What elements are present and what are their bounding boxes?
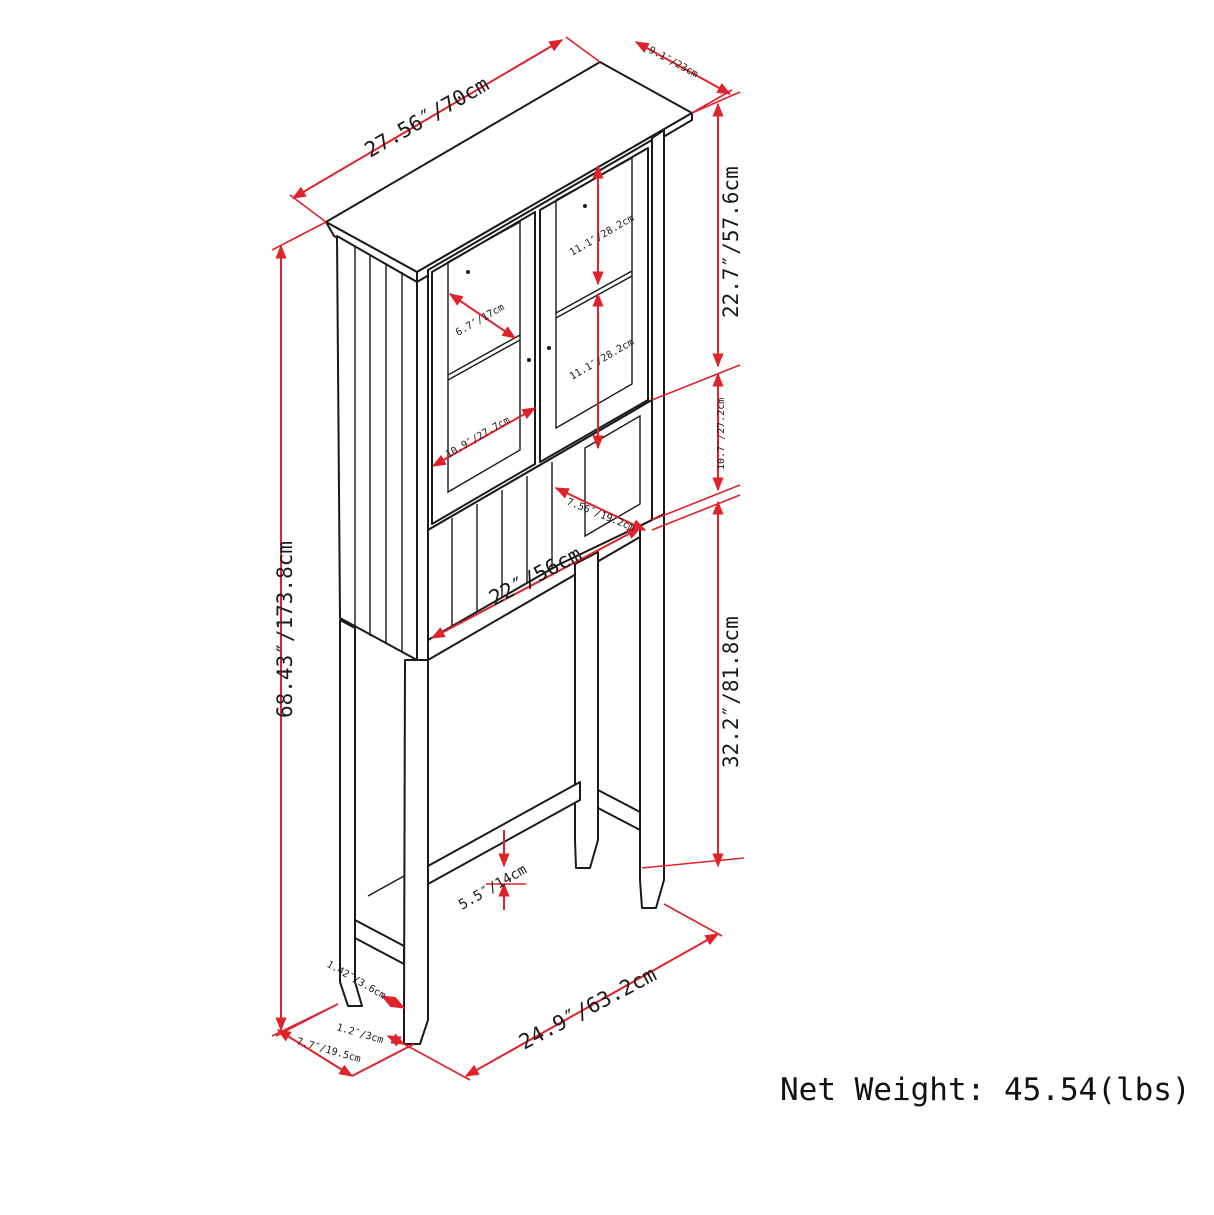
front-right-leg <box>639 513 665 909</box>
cabinet-right-post <box>651 129 665 529</box>
front-left-leg <box>403 659 429 1045</box>
right-stretcher <box>597 789 641 831</box>
net-weight-text: Net Weight: 45.54(lbs) <box>780 1072 1191 1108</box>
cabinet-left-side <box>336 235 418 661</box>
label-open-shelf-height: 10.7″/27.2cm <box>716 398 727 470</box>
label-top-depth: 9.1″/23cm <box>647 45 700 80</box>
label-stretcher-height: 5.5″/14cm <box>456 862 530 914</box>
label-leg-thickness: 1.2″/3cm <box>335 1022 384 1046</box>
label-cabinet-height: 22.7″/57.6cm <box>719 166 743 318</box>
dimension-lines <box>271 36 745 1081</box>
cabinet-drawing <box>325 61 693 1045</box>
label-base-width: 24.9″/63.2cm <box>515 962 660 1054</box>
back-right-leg <box>574 551 599 869</box>
label-lower-height: 32.2″/81.8cm <box>719 616 743 768</box>
back-left-leg <box>339 619 363 1007</box>
label-total-height: 68.43″/173.8cm <box>273 541 297 718</box>
left-stretcher <box>354 919 405 965</box>
